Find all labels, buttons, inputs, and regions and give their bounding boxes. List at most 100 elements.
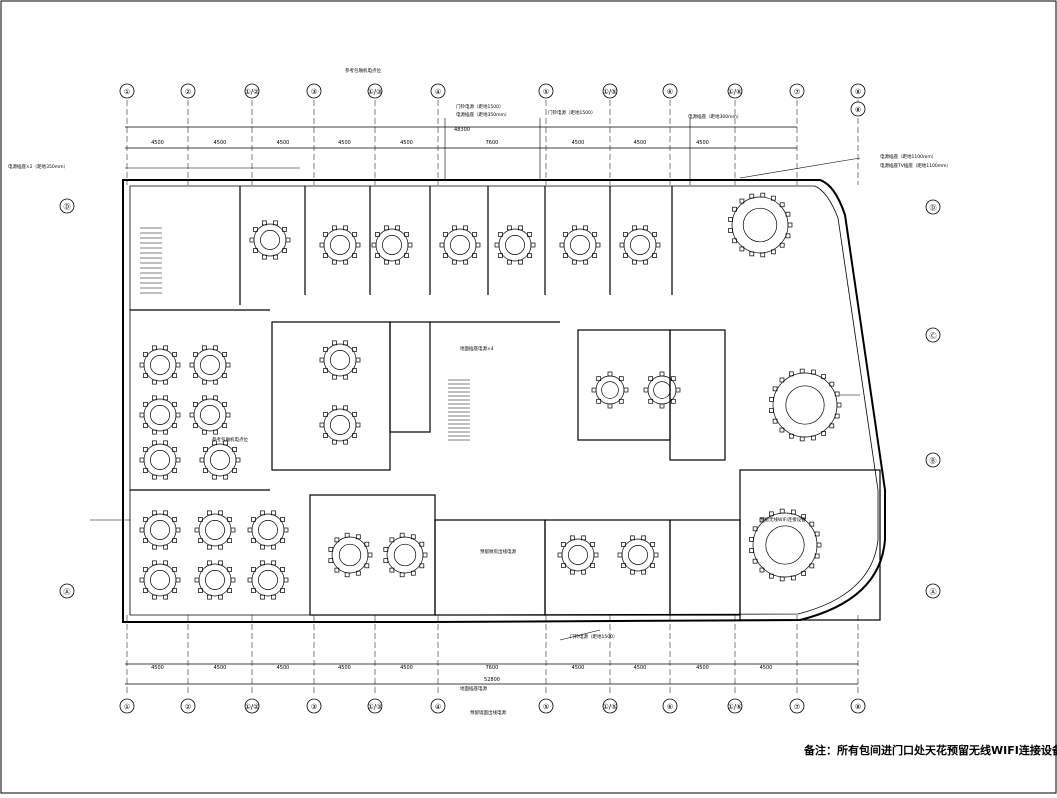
svg-text:②: ② xyxy=(185,88,191,96)
dim-value: 4500 xyxy=(214,140,227,146)
building-outline xyxy=(122,179,886,623)
svg-text:①/⑥: ①/⑥ xyxy=(728,88,743,96)
grid-bubble-right: Ⓑ xyxy=(925,452,941,468)
label-right-tv2: 电源插座TV插座（距地1100mm） xyxy=(880,162,951,169)
grid-bubble-bottom: ①/③ xyxy=(368,698,383,714)
label-kitchen: 预留厨房出线电源 xyxy=(480,548,516,555)
svg-text:①/②: ①/② xyxy=(245,703,260,711)
round-table xyxy=(619,225,661,265)
grid-bubble-top: ①/⑥ xyxy=(728,83,743,99)
annotation-leaders xyxy=(90,118,861,641)
dim-value: 4500 xyxy=(214,665,227,671)
label-bottom-ref: 预留墙面出线电源 xyxy=(470,709,506,716)
dim-value: 4500 xyxy=(277,665,290,671)
round-table xyxy=(319,340,361,380)
round-table xyxy=(139,345,181,385)
dim-value: 4500 xyxy=(338,140,351,146)
grid-bubble-top: ⑧ xyxy=(850,83,866,99)
svg-text:⑧: ⑧ xyxy=(855,88,861,96)
grid-bubble-bottom: ⑦ xyxy=(789,698,805,714)
round-table xyxy=(247,560,289,600)
svg-text:⑦: ⑦ xyxy=(794,703,800,711)
label-socket-b: 电源插座（距地300mm） xyxy=(688,113,741,120)
interior-walls xyxy=(130,186,881,621)
svg-text:①: ① xyxy=(124,88,130,96)
grid-bubble-top: ①/③ xyxy=(368,83,382,99)
grid-bubble-bottom: ③ xyxy=(306,698,322,714)
label-bottom-floor: 地面插座电源 xyxy=(460,685,487,692)
svg-text:Ⓓ: Ⓓ xyxy=(930,204,937,212)
round-table xyxy=(249,220,291,260)
label-left-socket: 电源插座×2（距地350mm） xyxy=(8,163,68,170)
label-ref-center: 参考包厢机电点位 xyxy=(212,436,248,443)
svg-text:①: ① xyxy=(124,703,130,711)
svg-text:④: ④ xyxy=(435,88,441,96)
dim-value: 4500 xyxy=(696,140,709,146)
top-total-dimension: 48300 xyxy=(454,127,470,133)
bottom-total-dimension: 52800 xyxy=(484,677,500,683)
svg-text:①/⑤: ①/⑤ xyxy=(603,703,618,711)
grid-bubble-top: ③ xyxy=(306,83,322,99)
dim-value: 4500 xyxy=(760,665,773,671)
grid-bubble-top: ①/② xyxy=(245,83,259,99)
round-table xyxy=(194,560,236,600)
label-door-bell-b: 门铃电源（距地1500） xyxy=(548,109,595,116)
grid-bubble-top: ① xyxy=(119,83,135,99)
svg-text:⑥: ⑥ xyxy=(667,703,673,711)
round-table xyxy=(591,371,629,409)
grid-bubbles-right: Ⓓ Ⓒ Ⓑ Ⓐ xyxy=(925,199,941,599)
grid-bubble-bottom: ⑤ xyxy=(538,698,554,714)
dim-value: 4500 xyxy=(696,665,709,671)
grid-axis-lines xyxy=(126,100,859,695)
round-table xyxy=(494,225,536,265)
label-door-bell-bottom: 门铃电源（距地1500） xyxy=(570,633,617,640)
grid-bubble-bottom: ⑧ xyxy=(850,698,866,714)
round-table xyxy=(139,395,181,435)
grid-bubble-right: Ⓐ xyxy=(925,583,941,599)
stairs xyxy=(140,227,470,441)
round-table xyxy=(617,535,659,575)
svg-text:⑦: ⑦ xyxy=(794,88,800,96)
dim-value: 4500 xyxy=(572,140,585,146)
grid-bubble-right: Ⓒ xyxy=(925,327,941,343)
round-table xyxy=(328,532,373,578)
round-table xyxy=(643,371,681,409)
grid-bubble-top: ⑦ xyxy=(789,83,805,99)
svg-text:Ⓐ: Ⓐ xyxy=(64,588,71,596)
svg-text:③: ③ xyxy=(311,88,317,96)
annotation-labels: 参考包厢机电点位 门铃电源（距地1500） 电源插座（距地350mm） 门铃电源… xyxy=(8,67,951,716)
bottom-dimension-line xyxy=(125,663,858,685)
dim-value: 4500 xyxy=(400,665,413,671)
round-table xyxy=(769,368,842,442)
round-table xyxy=(559,225,601,265)
round-table xyxy=(139,510,181,550)
grid-bubble-top: ② xyxy=(180,83,196,99)
grid-bubble-bottom: ①/⑤ xyxy=(603,698,618,714)
svg-text:③: ③ xyxy=(311,703,317,711)
round-table xyxy=(139,560,181,600)
svg-text:④: ④ xyxy=(435,703,441,711)
svg-text:⑤: ⑤ xyxy=(543,703,549,711)
dim-value: 7600 xyxy=(486,140,499,146)
dim-value: 7600 xyxy=(486,665,499,671)
label-door-bell-a: 门铃电源（距地1500） xyxy=(456,103,503,110)
svg-text:①/③: ①/③ xyxy=(368,703,383,711)
dim-value: 4500 xyxy=(277,140,290,146)
grid-bubble-top: ①/⑤ xyxy=(603,83,617,99)
label-right-tv: 电源插座（距地1100mm） xyxy=(880,153,936,160)
dim-value: 4500 xyxy=(634,665,647,671)
svg-text:Ⓑ: Ⓑ xyxy=(930,457,937,465)
round-table xyxy=(383,532,428,578)
round-table xyxy=(749,508,822,582)
grid-bubble-left: Ⓐ xyxy=(59,583,75,599)
round-table xyxy=(319,225,361,265)
dim-value: 4500 xyxy=(151,665,164,671)
dim-value: 4500 xyxy=(400,140,413,146)
grid-bubble-bottom: ⑥ xyxy=(662,698,678,714)
svg-text:Ⓒ: Ⓒ xyxy=(930,332,937,340)
remark-note: 备注：所有包间进门口处天花预留无线WIFI连接设备 xyxy=(804,744,1057,757)
round-table xyxy=(194,510,236,550)
